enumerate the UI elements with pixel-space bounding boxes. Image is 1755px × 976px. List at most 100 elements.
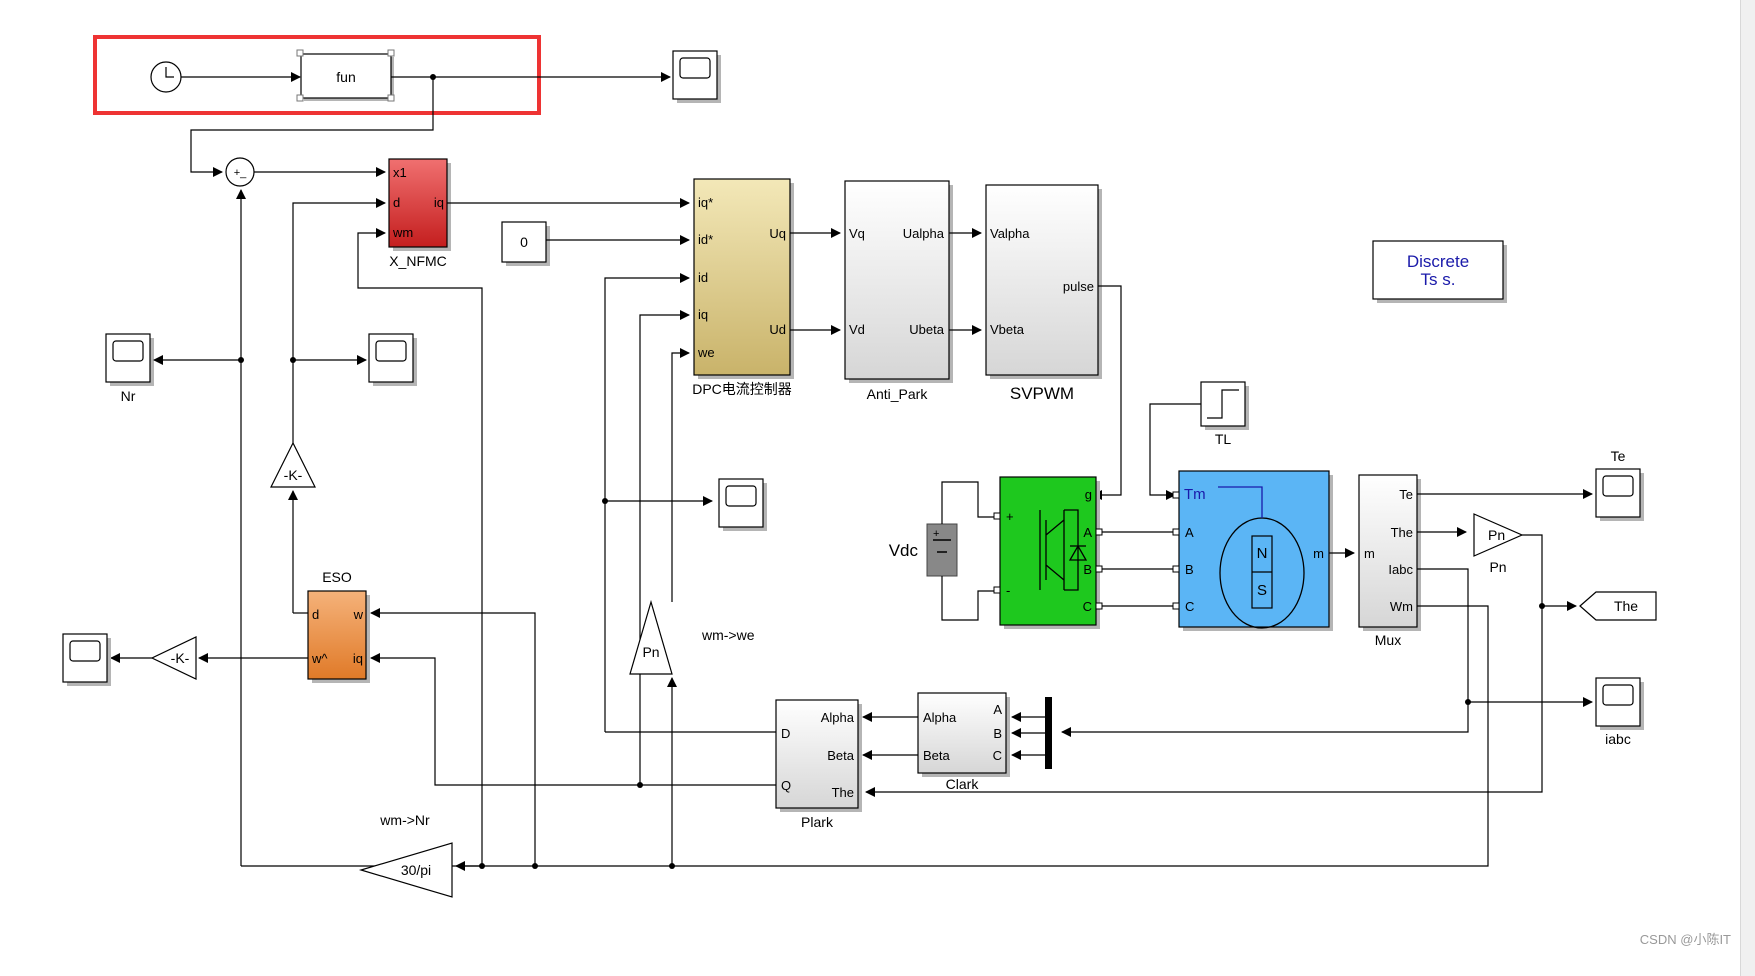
x-nfmc-in-d: d <box>393 195 400 210</box>
gain-k2-value: -K- <box>171 650 190 666</box>
motor-out-m: m <box>1313 546 1324 561</box>
svpwm-block[interactable]: Valpha Vbeta pulse SVPWM <box>985 184 1102 403</box>
bus-selector-mux[interactable]: m Te The Iabc Wm Mux <box>1358 474 1421 648</box>
eso-block[interactable]: d w^ w iq ESO <box>307 569 370 683</box>
scope-te-label: Te <box>1611 448 1626 464</box>
plark-in-the: The <box>832 785 854 800</box>
constant-zero[interactable]: 0 <box>501 221 550 266</box>
mux-out-the: The <box>1391 525 1413 540</box>
vertical-scrollbar[interactable] <box>1740 0 1755 976</box>
anti-park-out-ualpha: Ualpha <box>903 226 945 241</box>
gain-pn-right[interactable]: Pn Pn <box>1473 513 1524 575</box>
dpc-name: DPC电流控制器 <box>692 381 792 397</box>
dpc-in-iqstar: iq* <box>698 195 713 210</box>
clark-out-beta: Beta <box>923 748 951 763</box>
dpc-out-ud: Ud <box>769 322 786 337</box>
gain-30-pi-value: 30/pi <box>401 862 431 878</box>
mux-out-iabc: Iabc <box>1388 562 1413 577</box>
motor-in-tm: Tm <box>1184 486 1206 503</box>
dpc-in-iq: iq <box>698 307 708 322</box>
gain-k-vertical[interactable]: -K- <box>270 441 316 488</box>
clark-in-b: B <box>993 726 1002 741</box>
wm-we-label: wm->we <box>701 627 755 643</box>
scope-eso[interactable] <box>62 633 111 686</box>
eso-name: ESO <box>322 569 352 585</box>
scope-nr[interactable]: Nr <box>105 333 154 404</box>
scope-mid-left[interactable] <box>368 333 417 386</box>
inverter-port-g: g <box>1085 487 1092 502</box>
dpc-in-idstar: id* <box>698 232 713 247</box>
anti-park-in-vq: Vq <box>849 226 865 241</box>
sum-block[interactable]: +_ <box>225 157 255 187</box>
svpwm-out-pulse: pulse <box>1063 279 1094 294</box>
x-nfmc-in-x1: x1 <box>393 165 407 180</box>
pmsm-motor-block[interactable]: Tm A B C m N S <box>1172 470 1333 631</box>
gain-pn-right-label: Pn <box>1489 559 1506 575</box>
inverter-port-b: B <box>1083 562 1092 577</box>
gain-pn-right-value: Pn <box>1488 527 1505 543</box>
powergui-discrete[interactable]: Discrete Ts s. <box>1372 240 1507 303</box>
mux-in-m: m <box>1364 546 1375 561</box>
x-nfmc-in-wm: wm <box>392 225 413 240</box>
plark-out-q: Q <box>781 778 791 793</box>
motor-in-a: A <box>1185 525 1194 540</box>
discrete-line2: Ts s. <box>1421 270 1456 289</box>
gain-pn-vertical-value: Pn <box>642 644 659 660</box>
anti-park-block[interactable]: Vq Vd Ualpha Ubeta Anti_Park <box>844 180 953 402</box>
watermark: CSDN @小陈IT <box>1639 932 1731 947</box>
gain-30-pi[interactable]: 30/pi wm->Nr <box>358 812 453 898</box>
tl-label: TL <box>1215 431 1232 447</box>
fun-block[interactable]: fun <box>296 49 395 102</box>
scope-nr-label: Nr <box>121 388 136 404</box>
gain-pn-vertical[interactable]: Pn wm->we <box>629 599 755 675</box>
mux-out-te: Te <box>1399 487 1413 502</box>
x-nfmc-block[interactable]: x1 d wm iq X_NFMC <box>388 158 451 269</box>
motor-pole-n: N <box>1257 545 1268 562</box>
gain-k1-value: -K- <box>284 467 303 483</box>
motor-pole-s: S <box>1257 582 1267 599</box>
svg-text:+: + <box>933 528 939 540</box>
wm-nr-label: wm->Nr <box>379 812 430 828</box>
motor-in-b: B <box>1185 562 1194 577</box>
clark-in-c: C <box>993 748 1002 763</box>
demux-bar[interactable] <box>1045 697 1052 769</box>
inverter-block[interactable]: g A B C + - <box>993 476 1103 629</box>
anti-park-name: Anti_Park <box>867 386 929 402</box>
dpc-out-uq: Uq <box>769 226 786 241</box>
highlight-box <box>93 35 541 115</box>
x-nfmc-out-iq: iq <box>434 195 444 210</box>
mux-name: Mux <box>1375 632 1401 648</box>
vdc-source[interactable]: + Vdc <box>889 523 958 577</box>
clark-in-a: A <box>993 702 1002 717</box>
svpwm-in-valpha: Valpha <box>990 226 1030 241</box>
anti-park-out-ubeta: Ubeta <box>909 322 944 337</box>
dpc-block[interactable]: iq* id* id iq we Uq Ud DPC电流控制器 <box>692 178 794 397</box>
plark-in-beta: Beta <box>827 748 855 763</box>
plark-block[interactable]: Alpha Beta The D Q Plark <box>775 699 862 830</box>
goto-the-label: The <box>1614 598 1638 614</box>
inverter-port-minus: - <box>1006 583 1010 598</box>
scope-id[interactable] <box>718 478 767 531</box>
inverter-port-c: C <box>1083 599 1092 614</box>
tl-step-block[interactable]: TL <box>1200 381 1249 447</box>
scope-te[interactable]: Te <box>1595 448 1644 521</box>
vdc-label: Vdc <box>889 541 919 560</box>
sum-signs: +_ <box>234 167 247 179</box>
clock-block[interactable] <box>150 61 182 93</box>
clark-block[interactable]: A B C Alpha Beta Clark <box>917 692 1010 792</box>
svpwm-name: SVPWM <box>1010 384 1074 403</box>
eso-out-iq: iq <box>353 651 363 666</box>
plark-out-d: D <box>781 726 790 741</box>
x-nfmc-name: X_NFMC <box>389 253 447 269</box>
inverter-port-plus: + <box>1006 509 1014 524</box>
plark-in-alpha: Alpha <box>821 710 855 725</box>
scope-top[interactable] <box>672 50 721 103</box>
discrete-line1: Discrete <box>1407 252 1469 271</box>
inverter-port-a: A <box>1083 525 1092 540</box>
scope-iabc[interactable]: iabc <box>1595 677 1644 747</box>
motor-in-c: C <box>1185 599 1194 614</box>
mux-out-wm: Wm <box>1390 599 1413 614</box>
gain-k-horizontal[interactable]: -K- <box>150 636 197 680</box>
goto-the-tag[interactable]: The <box>1579 591 1657 621</box>
